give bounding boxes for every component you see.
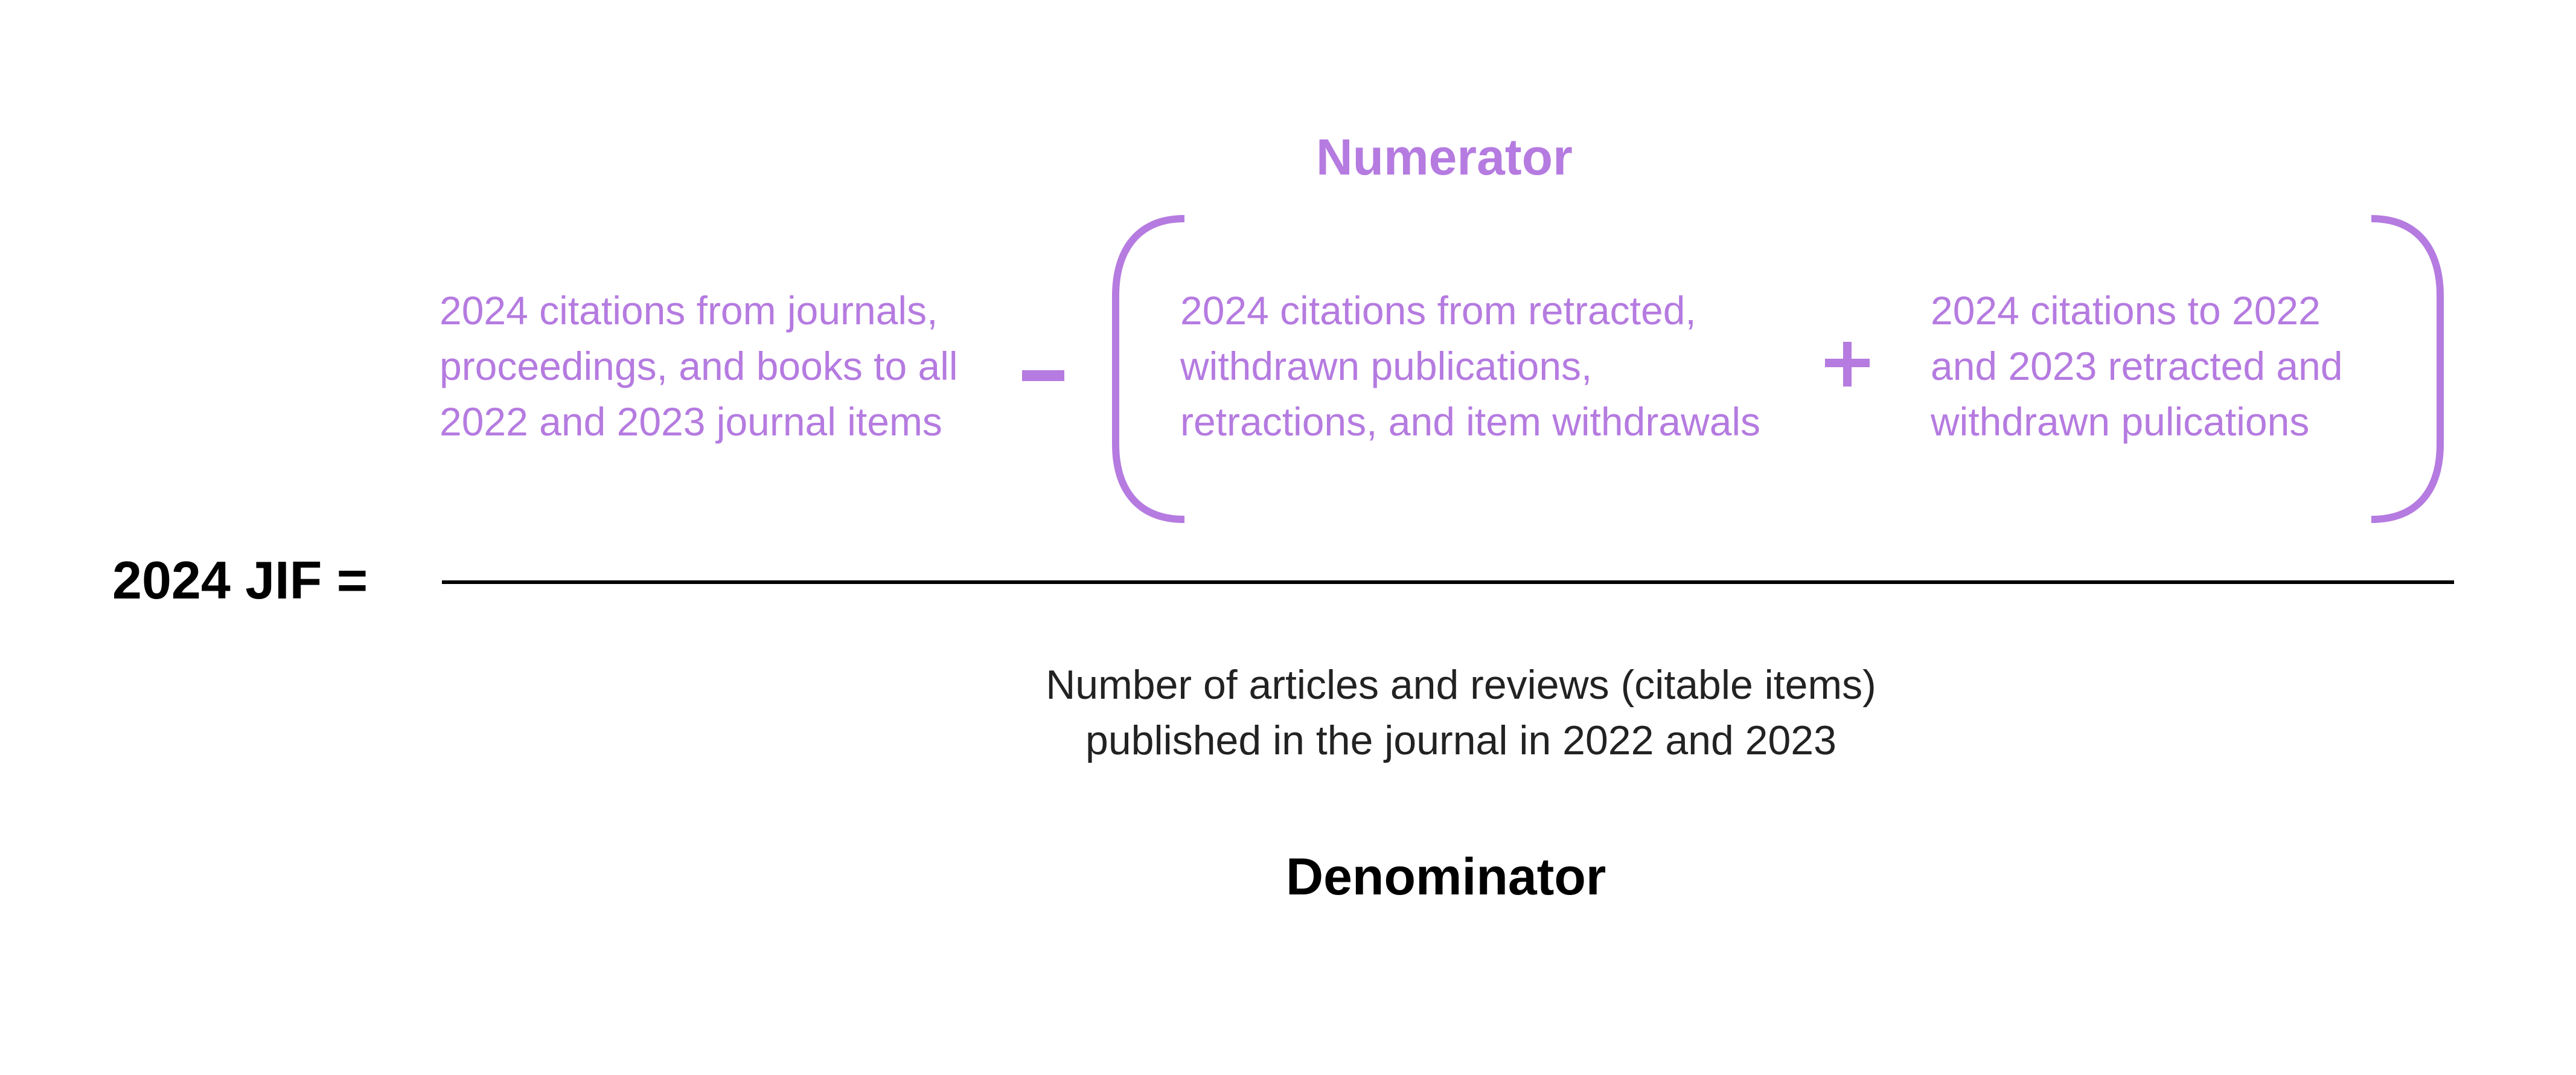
numerator-term-total-citations: 2024 citations from journals, proceeding… [439,283,958,449]
numerator-term-citations-to-retracted: 2024 citations to 2022 and 2023 retracte… [1931,283,2343,449]
left-parenthesis [1112,215,1185,523]
term-line: proceedings, and books to all [439,344,958,388]
denominator-title: Denominator [1286,848,1606,906]
plus-operator [1825,342,1870,387]
term-line: 2024 citations from retracted, [1180,288,1696,333]
term-line: and 2023 retracted and [1931,344,2343,388]
numerator-title: Numerator [1316,129,1573,185]
term-line: withdrawn publications, [1180,344,1593,388]
term-line: withdrawn pulications [1931,399,2310,444]
term-line: 2024 citations from journals, [439,288,938,333]
numerator-term-retracted-citations: 2024 citations from retracted, withdrawn… [1180,283,1760,449]
jif-equation-label: 2024 JIF = [112,550,368,610]
minus-operator [1022,370,1064,381]
denominator-line: published in the journal in 2022 and 202… [1085,717,1836,763]
denominator-term: Number of articles and reviews (citable … [966,657,1956,768]
term-line: 2024 citations to 2022 [1931,288,2321,333]
term-line: retractions, and item withdrawals [1180,399,1761,444]
right-parenthesis [2371,215,2444,523]
denominator-line: Number of articles and reviews (citable … [1046,662,1876,708]
term-line: 2022 and 2023 journal items [439,399,942,444]
fraction-bar [442,580,2454,584]
